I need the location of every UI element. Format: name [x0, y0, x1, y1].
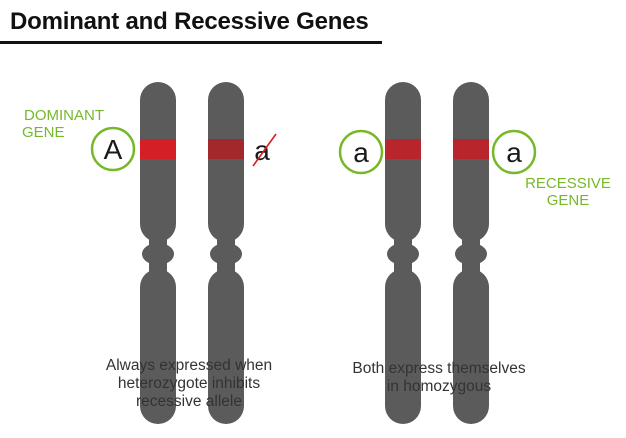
- strike-line: [252, 133, 277, 167]
- allele-dominant: A: [104, 134, 123, 165]
- caption-right-line1: Both express themselves: [352, 360, 526, 377]
- gene-band-suppressed: [208, 139, 244, 159]
- caption-left-line2: heterozygote inhibits: [117, 375, 261, 392]
- dominant-label-line1: DOMINANT: [24, 107, 104, 124]
- caption-right-line2: in homozygous: [386, 378, 492, 395]
- gene-band-dominant: [140, 139, 176, 159]
- allele-recessive-left: a: [353, 137, 369, 168]
- allele-circle-right: [491, 129, 537, 175]
- caption-heterozygous: Always expressed when heterozygote inhib…: [84, 357, 294, 411]
- recessive-label-line2: GENE: [546, 192, 590, 209]
- recessive-label-line1: RECESSIVE: [525, 175, 611, 192]
- page-title: Dominant and Recessive Genes: [10, 8, 369, 35]
- dominant-gene-label: DOMINANT GENE: [18, 107, 110, 141]
- gene-band-recessive-2: [453, 139, 489, 159]
- gene-band-recessive-1: [385, 139, 421, 159]
- recessive-gene-label: RECESSIVE GENE: [524, 175, 612, 209]
- caption-left-line1: Always expressed when: [105, 357, 273, 374]
- allele-recessive-right: a: [506, 137, 522, 168]
- dominant-label-line2: GENE: [22, 124, 65, 141]
- allele-circle-dominant: [90, 126, 136, 172]
- caption-homozygous: Both express themselves in homozygous: [334, 360, 544, 396]
- allele-circle-left: [338, 129, 384, 175]
- caption-left-line3: recessive allele: [136, 393, 242, 410]
- title-underline: [0, 41, 382, 44]
